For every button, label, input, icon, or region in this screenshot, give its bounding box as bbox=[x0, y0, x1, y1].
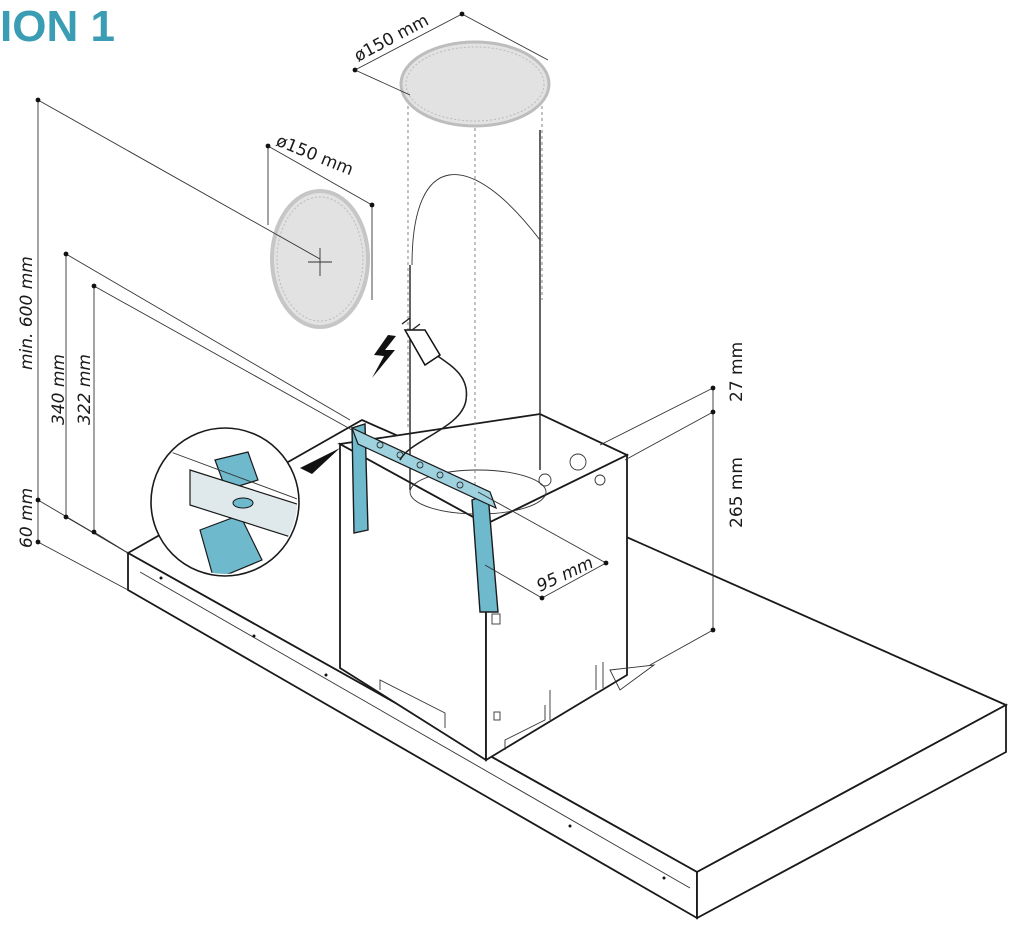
height-322-label: 322 mm bbox=[75, 354, 95, 425]
power-plug-icon bbox=[399, 317, 468, 461]
motor-housing bbox=[337, 413, 656, 762]
depth-27-label: 27 mm bbox=[727, 342, 747, 402]
exhaust-duct bbox=[407, 80, 547, 515]
dimension-lines bbox=[35, 11, 716, 666]
min-height-label: min. 600 mm bbox=[17, 256, 37, 370]
lightning-bolt-icon bbox=[372, 335, 396, 378]
bracket-detail-inset bbox=[150, 427, 340, 577]
section-title: ION 1 bbox=[0, 2, 115, 51]
height-340-label: 340 mm bbox=[49, 354, 69, 425]
top-outlet-disc bbox=[399, 40, 551, 128]
depth-265-label: 265 mm bbox=[727, 457, 747, 528]
mounting-bracket bbox=[350, 423, 499, 613]
height-60-label: 60 mm bbox=[17, 488, 37, 548]
